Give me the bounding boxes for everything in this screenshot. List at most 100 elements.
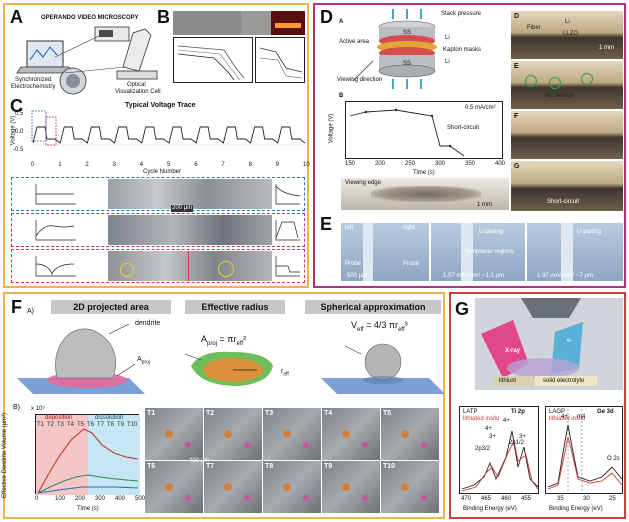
panel-e-image-1 (341, 223, 429, 281)
f-formula-2-e: ² (243, 334, 247, 344)
nucleation-label: Nucleation (545, 93, 574, 99)
f-frame-t8: T8 (263, 461, 321, 513)
f-frame-label-t5: T5 (383, 410, 392, 417)
f-a-proj-sub: proj (141, 359, 151, 366)
f-r-eff-sub: eff (283, 371, 289, 378)
panel-d-short-circuit: Short-circuit (447, 125, 480, 131)
e-scale: 500 µm (347, 273, 368, 279)
panel-e-image-2 (431, 223, 525, 281)
d-xtick-1: 200 (375, 161, 386, 167)
g-x2-0: 35 (557, 496, 564, 502)
c-xtick-7: 7 (221, 162, 225, 168)
f-frame-label-t3: T3 (265, 410, 274, 417)
panel-a-right-caption-2: Visualization Cell (115, 89, 161, 95)
c-ytick-0: 0.5 (15, 111, 24, 117)
g-p2-0: 4+ (561, 414, 568, 420)
f-formula-3: Veff = 4/3 πreff³ (351, 320, 408, 335)
viewing-direction-label: Viewing direction (337, 77, 383, 83)
g-p2-1: m4 (577, 414, 586, 420)
f-tmark-3: T4 (67, 422, 75, 428)
llzo-label: LLZO (563, 31, 579, 37)
f-scale: 400 µm (189, 458, 210, 464)
stack-pressure-label: Stack pressure (441, 11, 482, 17)
f-frame-label-t6: T6 (147, 463, 156, 470)
f-r-eff-main: r (281, 368, 284, 375)
panel-d-voltage-plot (345, 101, 503, 159)
f-frame-label-t4: T4 (324, 410, 333, 417)
stack-diagram (352, 9, 437, 89)
micrograph-d (511, 11, 623, 59)
f-frame-t6: T6 (145, 461, 203, 513)
panel-a-left-caption-1: Synchronized (15, 77, 52, 83)
f-formula-2-d: eff (236, 340, 244, 347)
g-xlabel-1: Binding Energy (eV) (463, 506, 517, 512)
d-xtick-3: 300 (435, 161, 446, 167)
f-formula-2-b: proj (207, 340, 218, 347)
e-probe-1: Probe (345, 261, 362, 267)
g-p1-5: 3+ (519, 434, 526, 440)
viewing-edge-label: Viewing edge (345, 180, 381, 186)
panel-b-micrograph-2 (241, 11, 271, 35)
f-schematics (17, 323, 445, 394)
e-plating-1: Li plating (479, 229, 504, 235)
f-frame-t9: T9 (322, 461, 380, 513)
f-formula-3-e: ³ (404, 320, 408, 330)
f-tmark-4: T5 (77, 422, 85, 428)
active-area-label: Active area (339, 39, 370, 45)
f-header-3: Spherical approximation (305, 300, 441, 314)
f-header-1: 2D projected area (51, 300, 171, 314)
f-frame-label-t1: T1 (147, 410, 156, 417)
g-x2-1: 30 (583, 496, 590, 502)
micrograph-g-label: G (514, 163, 520, 170)
panel-d-xlabel: Time (s) (413, 170, 435, 176)
f-xtick-3: 300 (95, 496, 106, 502)
g-x1-3: 455 (521, 496, 532, 502)
g-ge3d-title: Ge 3d (597, 409, 614, 415)
f-xtick-5: 500 (135, 496, 146, 502)
row1-plot-right (274, 180, 302, 208)
row3-plot-right (274, 252, 302, 280)
panel-c-label: C (10, 96, 23, 116)
f-xtick-1: 100 (55, 496, 66, 502)
f-frame-label-t8: T8 (265, 463, 274, 470)
ss-bottom-label: SS (403, 61, 412, 67)
panel-b-micrograph (173, 11, 241, 35)
f-tmark-7: T8 (107, 422, 115, 428)
f-formula-3-d: eff (398, 326, 405, 333)
f-tmark-2: T3 (57, 422, 65, 428)
g-ti2p-leg1: LATP (463, 409, 478, 415)
f-tmark-5: T6 (87, 422, 95, 428)
c-xtick-2: 2 (85, 162, 89, 168)
f-xtick-2: 200 (75, 496, 86, 502)
micrograph-e-label: E (514, 63, 519, 70)
f-volume-plot (35, 414, 140, 495)
f-exponent: x 10⁵ (31, 406, 45, 412)
c-xtick-0: 0 (31, 162, 35, 168)
g-p1-3: 4+ (503, 418, 510, 424)
c-ytick-2: -0.5 (13, 147, 24, 153)
row2-plot-right (274, 216, 302, 244)
e-plating-2: Li plating (577, 229, 602, 235)
f-tmark-8: T9 (117, 422, 125, 428)
f-dissolution: dissolution (95, 415, 124, 421)
e-probe-2: Probe (403, 261, 420, 267)
li-top-label: Li (445, 35, 450, 41)
row2-plot-left (34, 216, 78, 244)
panel-d-label: D (320, 7, 333, 27)
panel-e-label: E (320, 214, 333, 234)
panel-f: F A) 2D projected area Effective radius … (2, 292, 445, 519)
panel-abc: A OPERANDO VIDEO MICROSCOPY Synchronized… (3, 3, 310, 288)
micrograph-g (511, 161, 623, 211)
kapton-label: Kapton masks (443, 47, 482, 53)
g-p1-1: 3+ (489, 434, 496, 440)
f-xlabel: Time (s) (77, 506, 99, 512)
panel-a-left-caption-2: Electrochemistry (11, 84, 56, 90)
panel-c-row-2 (11, 213, 305, 247)
f-frame-t10: T10 (381, 461, 439, 513)
g-electron-label: e- (567, 338, 573, 344)
g-p2-2: O 2s (607, 456, 620, 462)
panel-de: D A Stack pressure SS Li Kapton masks Li… (313, 3, 626, 288)
f-frame-t3: T3 (263, 408, 321, 460)
f-a-proj: Aproj (137, 356, 150, 366)
micrograph-d-label: D (514, 13, 520, 20)
